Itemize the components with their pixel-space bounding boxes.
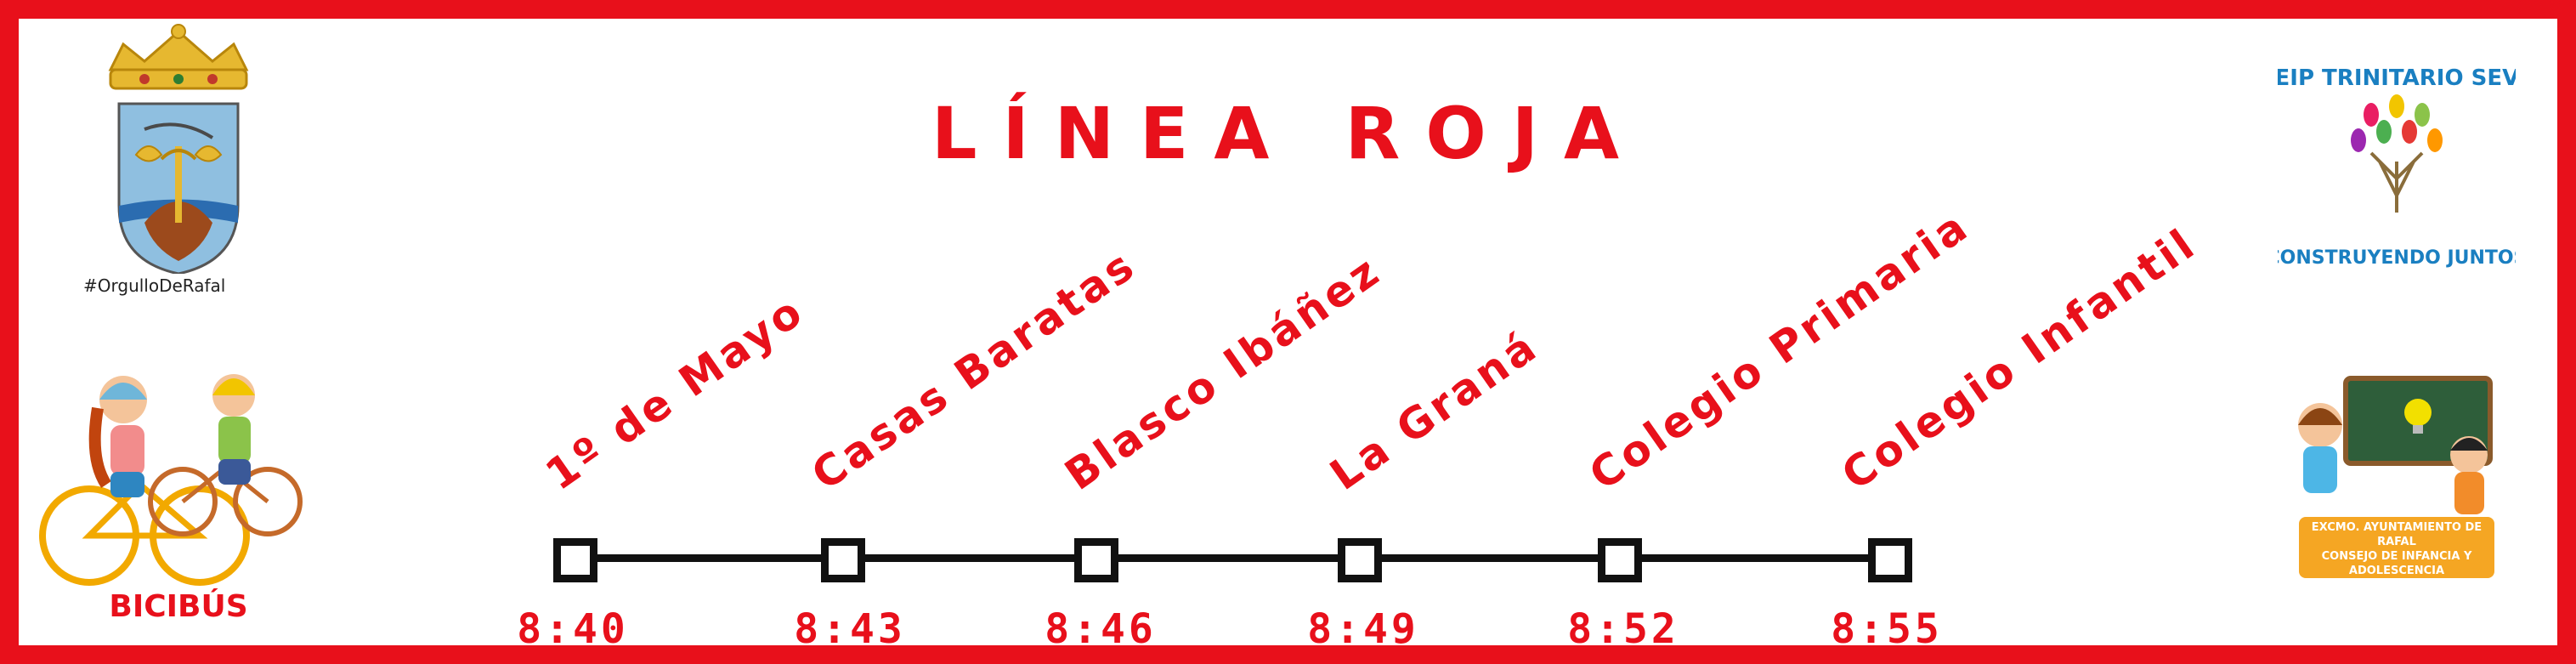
council-badge-line3: ADOLESCENCIA	[2348, 565, 2445, 577]
stop-time-2: 8:43	[794, 605, 906, 653]
stop-time-6: 8:55	[1831, 605, 1943, 653]
stop-marker-2	[821, 538, 865, 582]
school-logo-top-text: CEIP TRINITARIO SEVA	[2278, 65, 2516, 91]
rafal-hashtag: #OrgulloDeRafal	[83, 275, 226, 296]
ceip-trinitario-seva-logo-icon: CEIP TRINITARIO SEVA CONSTRUYENDO JUNTOS	[2278, 65, 2516, 269]
stop-marker-1	[553, 538, 597, 582]
route-line	[571, 554, 1887, 562]
kids-on-bicycles-icon	[39, 374, 303, 586]
rafal-coat-of-arms-icon	[108, 24, 249, 274]
council-badge-text: EXCMO. AYUNTAMIENTO DE RAFAL CONSEJO DE …	[2295, 520, 2499, 578]
bicibus-label: BICIBÚS	[109, 589, 248, 624]
stop-time-3: 8:46	[1045, 605, 1157, 653]
council-badge-line1: EXCMO. AYUNTAMIENTO DE RAFAL	[2311, 521, 2483, 548]
stop-marker-5	[1598, 538, 1642, 582]
council-badge-line2: CONSEJO DE INFANCIA Y	[2321, 550, 2472, 563]
stop-marker-6	[1868, 538, 1912, 582]
council-badge	[2299, 517, 2494, 578]
stop-marker-3	[1074, 538, 1118, 582]
page-title: LÍNEA ROJA	[931, 92, 1645, 175]
stop-time-5: 8:52	[1567, 605, 1679, 653]
stop-time-4: 8:49	[1307, 605, 1419, 653]
kids-blackboard-lightbulb-icon	[2298, 376, 2493, 514]
stop-marker-4	[1338, 538, 1382, 582]
school-logo-bottom-text: CONSTRUYENDO JUNTOS	[2278, 247, 2516, 269]
stop-time-1: 8:40	[517, 605, 629, 653]
